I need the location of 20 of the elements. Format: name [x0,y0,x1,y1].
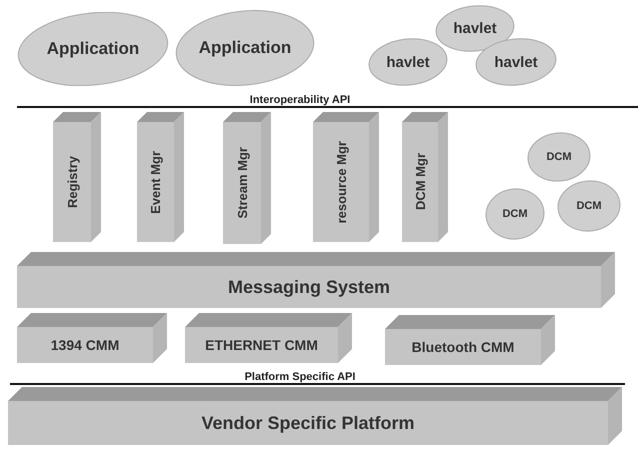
component-label: DCM [576,200,602,212]
api-label: Platform Specific API [244,371,356,383]
component-label: Registry [64,156,80,208]
component-label: havlet [453,20,497,37]
component-label: ETHERNET CMM [205,337,318,353]
component-label: DCM [502,208,528,220]
component-label: Application [46,39,140,59]
component-label: Application [198,38,292,58]
component-label: havlet [494,54,538,70]
component-label: Event Mgr [148,150,163,214]
component-label: havlet [386,54,430,70]
component-label: Bluetooth CMM [412,339,514,355]
component-label: Messaging System [228,276,390,298]
api-label: Interoperability API [250,94,350,106]
component-label: DCM [546,151,572,163]
component-label: Stream Mgr [234,147,250,219]
component-label: resource Mgr [334,140,348,224]
component-label: 1394 CMM [50,337,120,353]
component-label: Vendor Specific Platform [201,412,415,434]
component-label: DCM Mgr [412,153,428,211]
